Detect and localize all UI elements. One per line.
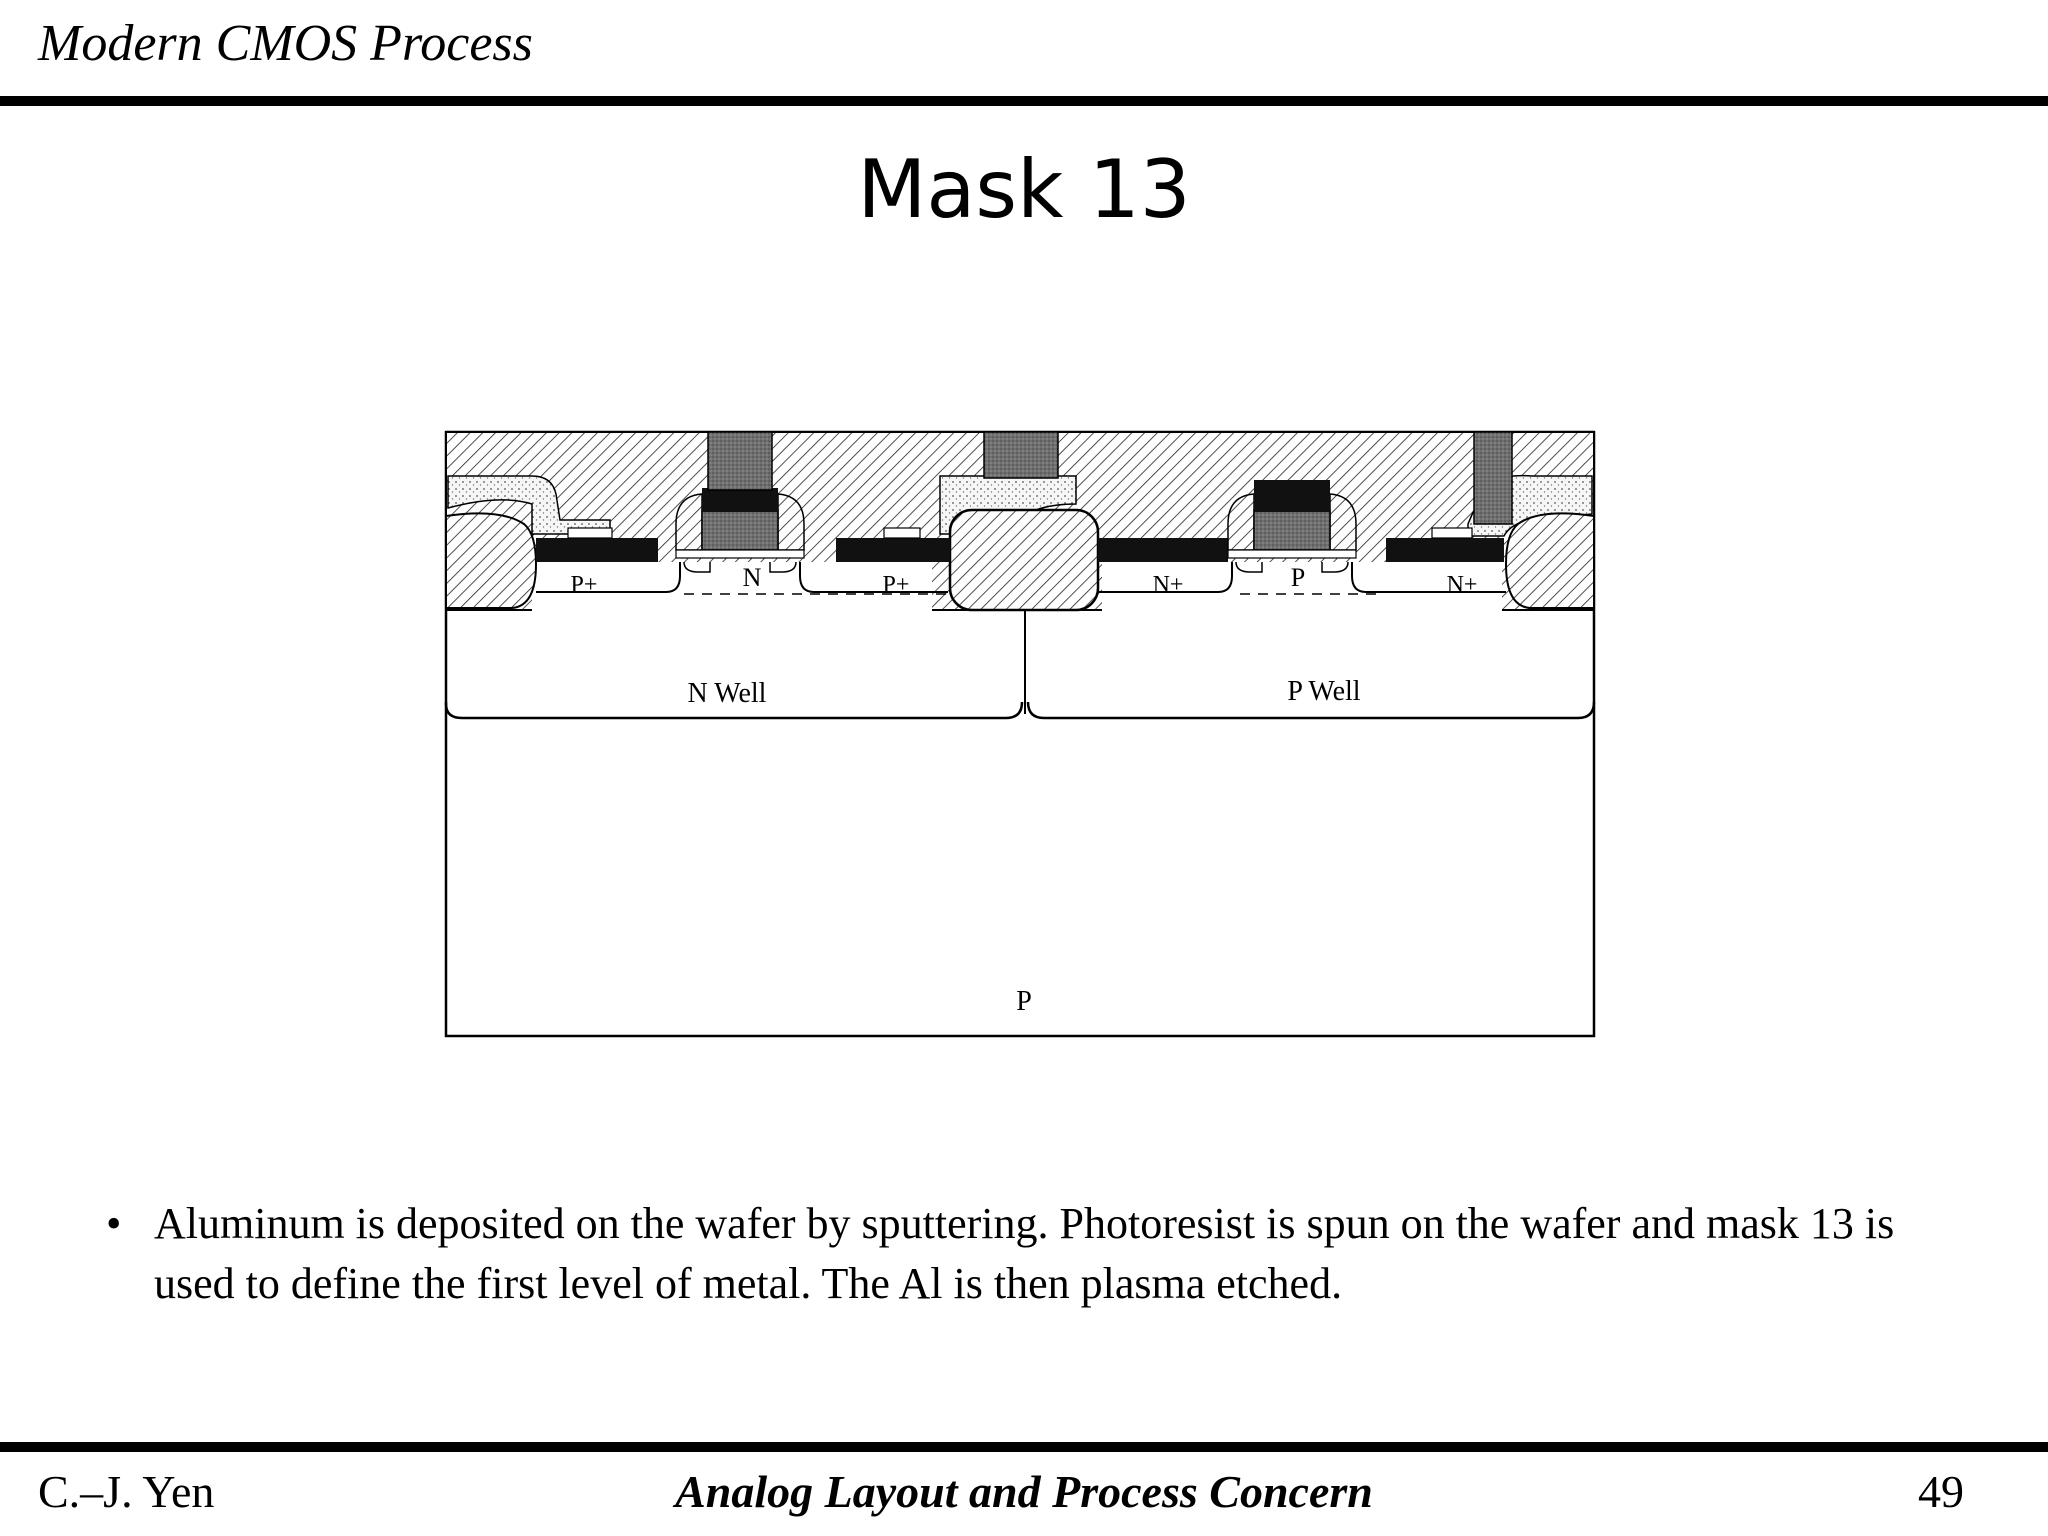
label-n-channel: N [743,563,762,592]
metal-plug-center [983,431,1059,479]
pmos-ldd-right [769,561,797,573]
footer-rule [0,1442,2048,1452]
nplus-left-junction [1098,562,1233,593]
pmos-gate-silicide [702,488,778,512]
label-substrate: P [1016,986,1032,1017]
pmos-gate-oxide [675,549,805,559]
label-pplus-right: P+ [883,572,910,598]
nmos-ldd-left [1235,561,1263,573]
nmos-spacer-left [1227,493,1255,551]
cmos-cross-section-diagram: P+ N P+ N+ P N+ N Well P Well P [440,424,1600,1045]
pplus-left-junction [536,562,681,593]
contact-pplus-left [536,538,658,562]
metal-plug-right [1473,431,1513,525]
pmos-active-right [1102,562,1502,612]
pplus-right-junction [799,562,948,593]
nmos-gate-poly [1253,509,1331,551]
label-nplus-left: N+ [1153,572,1184,598]
nmos-active-left [532,562,932,612]
n-well [444,701,1024,720]
nmos-ldd-right [1321,561,1349,573]
header-rule [0,96,2048,106]
pmos-metal-plug [707,431,773,491]
pad-right [1431,527,1473,539]
nmos-gate-oxide [1227,549,1357,559]
nmos-gate-silicide [1254,480,1330,512]
slide-title: Mask 13 [857,143,1191,236]
field-oxide-center [948,508,1100,612]
contact-pplus-right [836,538,950,562]
pmos-ldd-left [683,561,711,573]
label-p-channel: P [1291,563,1305,592]
bullet-dot: • [106,1199,122,1248]
footer-author: C.–J. Yen [38,1466,215,1517]
pad-left [567,527,613,539]
bullet-text: Aluminum is deposited on the wafer by sp… [154,1199,1895,1308]
nplus-right-junction [1351,562,1506,593]
label-n-well: N Well [688,678,767,709]
contact-nplus-right [1386,538,1504,562]
bullet-item: • Aluminum is deposited on the wafer by … [106,1194,1946,1314]
footer-course-title: Analog Layout and Process Concern [675,1466,1373,1517]
pmos-gate-poly [701,509,779,551]
contact-nplus-left [1098,538,1228,562]
pmos-spacer-left [675,493,703,551]
p-well [1026,701,1596,720]
page-number: 49 [1918,1466,1964,1517]
field-oxide-right [1504,512,1595,609]
pmos-spacer-right [777,493,805,551]
nmos-spacer-right [1329,493,1357,551]
field-oxide-left [445,512,538,609]
label-p-well: P Well [1287,676,1360,707]
header-title: Modern CMOS Process [38,15,533,72]
pad-mid [883,527,921,539]
label-pplus-left: P+ [571,572,598,598]
label-nplus-right: N+ [1447,572,1478,598]
